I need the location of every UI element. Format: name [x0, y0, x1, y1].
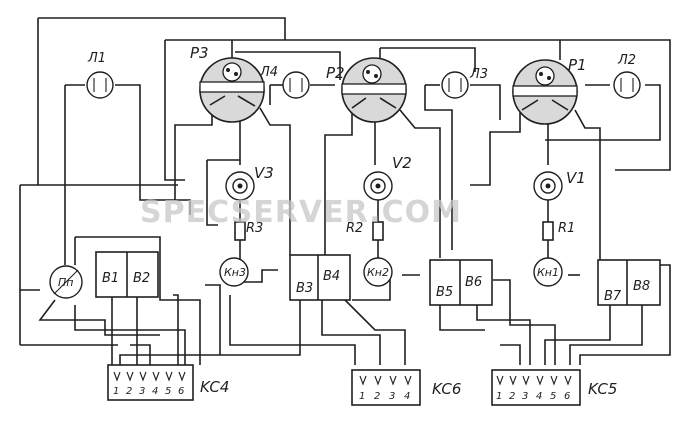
kc5-pin-5: 5	[550, 391, 556, 402]
kc4-pin-4: 4	[152, 386, 158, 397]
kc6-pin-3: 3	[389, 391, 395, 402]
lamp-l2: Л2	[613, 53, 641, 99]
button-kn3-label: Кн3	[224, 266, 246, 279]
diode-v2-label: V2	[392, 154, 412, 172]
button-kn1: Кн1	[533, 257, 563, 287]
lamp-l1: Л1	[86, 51, 114, 99]
button-pp: Пп	[49, 265, 83, 299]
diode-v3: V3	[225, 164, 274, 201]
kc4-label: KC4	[200, 378, 229, 396]
switch-b2-label: B2	[133, 271, 150, 286]
switch-b7-label: B7	[604, 289, 622, 304]
switch-b6-label: B6	[465, 275, 482, 290]
kc4-pin-1: 1	[113, 386, 119, 397]
switch-b8-label: B8	[633, 279, 650, 294]
button-kn2: Кн2	[363, 257, 393, 287]
diode-v1: V1	[533, 169, 586, 201]
resistor-r3-label: R3	[246, 221, 263, 236]
connector-kc5: 1 2 3 4 5 6 KC5	[491, 369, 617, 406]
diode-v2: V2	[363, 154, 412, 201]
button-kn2-label: Кн2	[367, 266, 389, 279]
relay-p3: P3	[190, 44, 265, 123]
kc5-label: KC5	[588, 380, 617, 398]
connector-kc6: 1 2 3 4 KC6	[351, 369, 461, 406]
switch-b3-label: B3	[296, 281, 313, 296]
resistor-r3: R3	[234, 221, 263, 241]
switch-block-b5-b6: B5 B6	[429, 259, 493, 306]
button-pp-label: Пп	[58, 276, 73, 289]
resistor-r2-label: R2	[346, 221, 363, 236]
switch-b5-label: B5	[436, 285, 453, 300]
resistor-r2: R2	[346, 221, 384, 241]
kc5-pin-1: 1	[496, 391, 502, 402]
switch-b1-label: B1	[102, 271, 119, 286]
kc6-pin-2: 2	[374, 391, 380, 402]
kc5-pin-4: 4	[536, 391, 542, 402]
button-kn3: Кн3	[219, 257, 249, 287]
switch-b4-label: B4	[323, 269, 340, 284]
kc5-pin-3: 3	[522, 391, 528, 402]
resistor-r1: R1	[542, 221, 575, 241]
lamp-l2-label: Л2	[617, 53, 636, 68]
connector-kc4: 1 2 3 4 5 6 KC4	[107, 364, 229, 401]
resistor-r1-label: R1	[558, 221, 575, 236]
kc5-pin-6: 6	[564, 391, 570, 402]
relay-p1: P1	[512, 56, 587, 125]
lamp-l4-label: Л4	[259, 65, 278, 80]
kc4-pin-3: 3	[139, 386, 145, 397]
relay-p2: P2	[326, 57, 407, 123]
diode-v3-label: V3	[254, 164, 274, 182]
diode-v1-label: V1	[566, 169, 586, 187]
watermark-text: SPECSERVER.COM	[140, 195, 462, 230]
kc6-pin-4: 4	[404, 391, 410, 402]
kc4-pin-2: 2	[126, 386, 132, 397]
button-kn1-label: Кн1	[537, 266, 559, 279]
wires	[19, 17, 671, 365]
switch-block-b7-b8: B7 B8	[597, 259, 661, 306]
relay-p3-label: P3	[190, 44, 209, 62]
kc6-label: KC6	[432, 380, 461, 398]
kc6-pin-1: 1	[359, 391, 365, 402]
switch-block-b1-b2: B1 B2	[95, 251, 159, 298]
kc4-pin-6: 6	[178, 386, 184, 397]
relay-p2-label: P2	[326, 64, 345, 82]
kc4-arrows	[113, 371, 186, 382]
switch-block-b3-b4: B3 B4	[289, 254, 351, 301]
kc4-pin-5: 5	[165, 386, 171, 397]
kc5-pin-2: 2	[509, 391, 515, 402]
lamp-l3: Л3	[441, 67, 488, 99]
relay-p1-label: P1	[568, 56, 587, 74]
lamp-l1-label: Л1	[87, 51, 106, 66]
lamp-l3-label: Л3	[469, 67, 488, 82]
lamp-l4: Л4	[259, 65, 310, 99]
